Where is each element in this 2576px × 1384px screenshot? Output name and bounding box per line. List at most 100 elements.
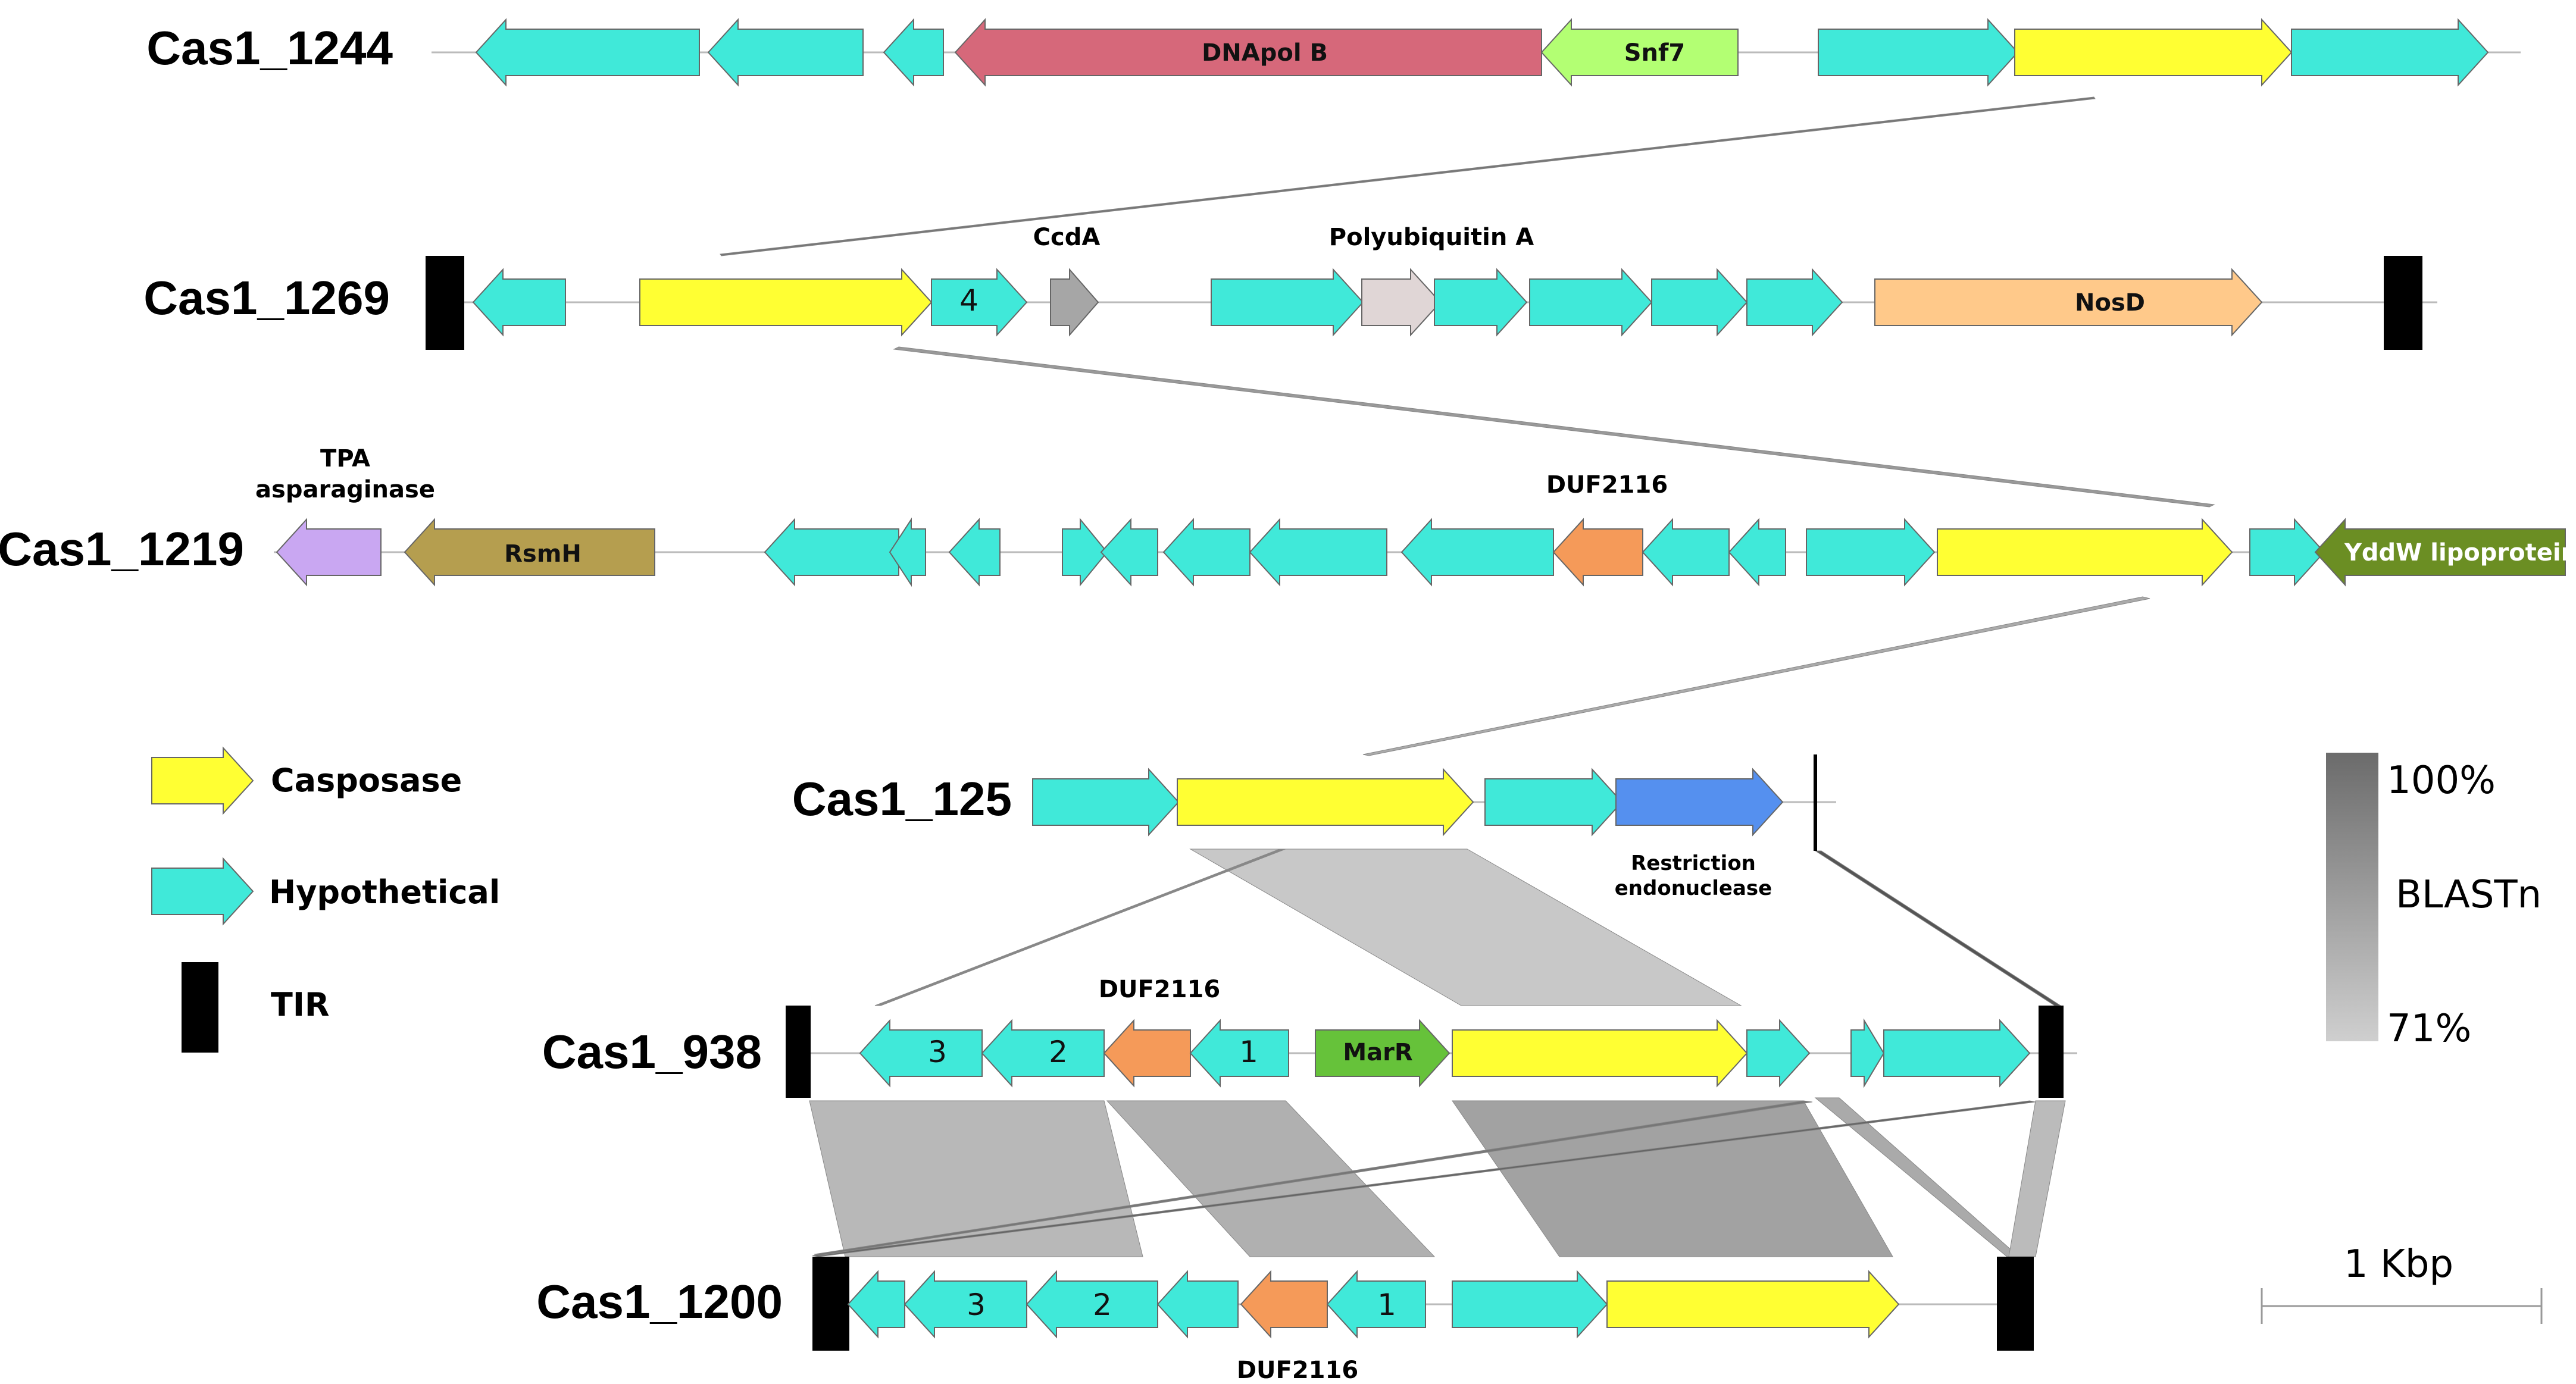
legend-label-tir: TIR [271,986,330,1023]
annotation-ccda: CcdA [1033,224,1101,251]
gene-arrow-hypothetical [904,1270,1027,1339]
gene-arrow-marr [1315,1019,1450,1088]
gene-arrow-hypothetical [1883,1019,2031,1088]
gene-arrow-hypothetical [1746,1019,1811,1088]
blast-link [893,346,2215,508]
legend-label-casposase: Casposase [271,762,462,799]
gene-arrow-hypothetical [1850,1018,1885,1088]
annotation-polyubiquitin-a: Polyubiquitin A [1329,224,1534,251]
gene-label-nosd: NosD [2075,289,2145,317]
gene-arrow-hypothetical [1189,1019,1289,1088]
blast-link [1362,596,2150,756]
tir-markers [426,256,2422,1351]
blast-link [720,96,2096,256]
annotation-duf2116-938: DUF2116 [1099,976,1220,1003]
gene-arrow-hypothetical [1529,268,1653,337]
blast-scale-min: 71% [2387,1007,2471,1051]
legend-label-hypothetical: Hypothetical [269,873,500,911]
tir-block [2039,1006,2064,1098]
gene-arrow-hypothetical [1062,518,1108,587]
gene-arrow-hypothetical [1806,518,1936,587]
gene-label-dnapol-b: DNApol B [1202,39,1328,67]
gene-arrow-casposase [1452,1019,1748,1088]
gene-label-1200-2: 2 [1093,1288,1112,1322]
blast-gradient-bar [2326,753,2378,1041]
blast-links [720,96,2215,1257]
locus-label-cas1-125: Cas1_125 [792,772,1012,825]
gene-arrow-hypothetical [1326,1270,1426,1339]
gene-arrow-nosd [1874,268,2263,337]
annotation-duf2116-1200: DUF2116 [1237,1357,1358,1384]
legend: Casposase Hypothetical TIR [151,746,500,1053]
gene-arrow-hypothetical [1642,518,1730,587]
gene-arrow-hypothetical [1156,1270,1239,1339]
gene-arrow-hypothetical [1211,268,1364,337]
tir-block [812,1257,849,1351]
gene-arrow-casposase [2014,18,2293,87]
gene-arrow-hypothetical [948,518,1001,587]
gene-label-marr: MarR [1343,1039,1412,1066]
annotation-tpa: TPA [320,445,370,472]
gene-arrow-hypothetical [1746,268,1843,337]
gene-arrow-hypothetical [2291,18,2489,87]
gene-arrow-hypothetical [1400,518,1554,587]
blast-scale-max: 100% [2387,759,2496,803]
tir-block [2384,256,2422,350]
gene-label-snf7: Snf7 [1624,39,1686,67]
gene-arrow-hypothetical [475,18,700,87]
gene-arrow-hypothetical [1249,518,1387,587]
gene-label-rsmh: RsmH [504,540,582,568]
gene-arrow-casposase [1937,518,2233,587]
gene-arrow-casposase [639,268,933,337]
locus-label-cas1-938: Cas1_938 [542,1025,762,1078]
gene-arrow-hypothetical [1032,768,1180,837]
gene-label-4: 4 [959,283,978,318]
locus-label-cas1-1219: Cas1_1219 [0,522,244,575]
legend-swatch-tir [182,962,218,1053]
gene-arrow-casposase [1606,1270,1900,1339]
gene-arrow-ccda [1050,268,1099,337]
gene-arrow-yddw [2314,518,2566,587]
gene-arrow-hypothetical [1452,1270,1608,1339]
gene-arrow-hypothetical [1100,518,1158,587]
gene-arrow-hypothetical [764,518,899,587]
gene-label-938-2: 2 [1049,1035,1068,1069]
annotation-endonuclease: endonuclease [1615,876,1772,900]
gene-arrow-restriction-endonuclease [1615,768,1784,837]
blast-link [1814,850,2062,1006]
gene-arrow-duf2116 [1240,1270,1328,1339]
blast-link [2008,1100,2066,1257]
scale-bar: 1 Kbp [2261,1242,2543,1324]
gene-arrow-tpa-asparaginase [276,518,382,587]
gene-label-yddw-lipoprotein: YddW lipoprotein [2344,539,2576,566]
scale-bar-label: 1 Kbp [2344,1242,2453,1286]
blast-scale-label: BLASTn [2396,873,2541,917]
blast-link [874,848,1286,1006]
gene-label-938-1: 1 [1239,1035,1258,1069]
blast-link [1189,848,1742,1006]
locus-label-cas1-1244: Cas1_1244 [146,21,393,74]
gene-arrow-hypothetical [1728,518,1786,587]
legend-swatch-hypothetical [151,857,254,926]
annotation-asparaginase: asparaginase [255,476,435,503]
gene-arrow-hypothetical [1162,518,1251,587]
gene-label-1200-3: 3 [967,1288,986,1322]
gene-arrow-dnapol [954,18,1542,87]
gene-arrow-hypothetical [847,1270,905,1339]
gene-arrow-polyubiquitin [1361,268,1442,337]
gene-arrow-casposase [1177,768,1474,837]
gene-arrow-hypothetical [889,517,926,587]
legend-swatch-casposase [151,746,254,815]
blast-link [1452,1100,1893,1257]
blast-identity-scale: 100% BLASTn 71% [2326,753,2541,1051]
gene-arrow-hypothetical [707,18,864,87]
locus-label-cas1-1200: Cas1_1200 [536,1275,783,1328]
gene-arrow-hypothetical [931,268,1028,337]
blast-link [809,1100,1143,1257]
locus-label-cas1-1269: Cas1_1269 [143,271,390,324]
gene-arrow-duf2116 [1103,1019,1191,1088]
gene-arrow-hypothetical [1484,768,1623,837]
gene-arrow-hypothetical [1818,18,2019,87]
gene-label-1200-1: 1 [1377,1288,1396,1322]
